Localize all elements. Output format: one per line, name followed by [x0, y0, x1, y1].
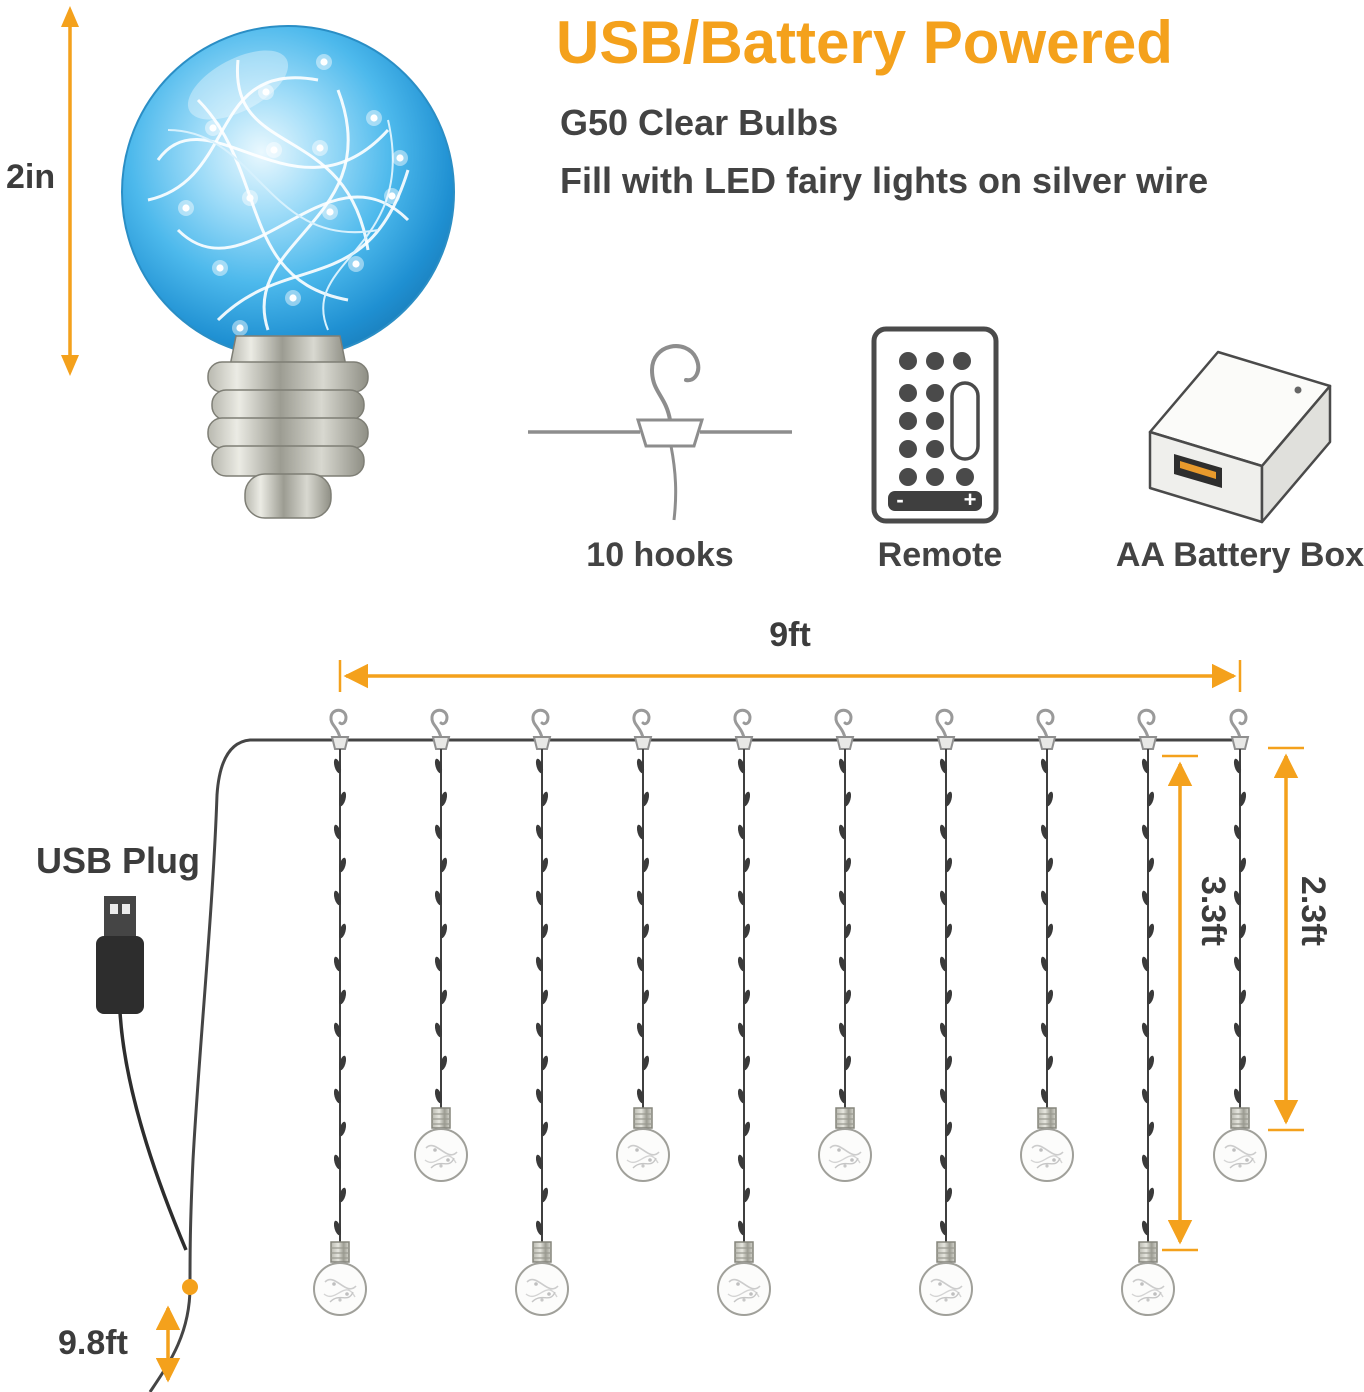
remote-dim-bar [888, 491, 982, 511]
long-drop-label: 3.3ft [1194, 876, 1232, 946]
remote-label: Remote [877, 536, 1003, 574]
bulb-height-arrow [61, 6, 79, 376]
mini-bulb [818, 1107, 872, 1182]
bulb-height-label: 2in [6, 158, 56, 196]
remote-buttons [899, 352, 974, 486]
mini-bulb [1213, 1107, 1267, 1182]
bulb-screw-base [207, 335, 369, 519]
hook-icon [649, 344, 701, 422]
mini-bulb [1121, 1241, 1175, 1316]
long-drop-dimension-arrow [1162, 754, 1198, 1252]
remote-slider [950, 381, 980, 461]
remote-illustration: - + [871, 326, 999, 524]
mini-bulb [1020, 1107, 1074, 1182]
hooks-label: 10 hooks [586, 536, 734, 574]
light-strings [313, 708, 1267, 1316]
hook-illustration [528, 344, 792, 521]
mini-bulb [616, 1107, 670, 1182]
fairy-wire-strands [147, 59, 410, 331]
page-title: USB/Battery Powered [556, 9, 1173, 76]
width-dimension-arrow [338, 660, 1242, 692]
mini-bulb [414, 1107, 468, 1182]
curtain-lights-diagram [96, 660, 1304, 1392]
lead-length-label: 9.8ft [58, 1324, 128, 1362]
bulb-illustration [121, 25, 455, 519]
mini-bulb [717, 1241, 771, 1316]
cord-marker-dot [182, 1279, 198, 1295]
remote-plus: + [964, 487, 977, 512]
mini-bulb [313, 1241, 367, 1316]
subtitle-line-1: G50 Clear Bulbs [560, 102, 839, 143]
usb-plug-label: USB Plug [36, 840, 201, 881]
short-drop-dimension-arrow [1268, 746, 1304, 1132]
remote-minus: - [896, 487, 903, 512]
short-drop-label: 2.3ft [1294, 876, 1332, 946]
glass-highlight [187, 50, 289, 120]
width-dimension-label: 9ft [769, 616, 811, 654]
mini-bulb [515, 1241, 569, 1316]
mini-bulb [919, 1241, 973, 1316]
battery-box-label: AA Battery Box [1115, 536, 1364, 574]
battery-box-illustration [1148, 350, 1332, 524]
usb-plug-icon [96, 896, 188, 1251]
main-wire [148, 738, 1245, 1392]
subtitle-line-2: Fill with LED fairy lights on silver wir… [560, 160, 1209, 201]
